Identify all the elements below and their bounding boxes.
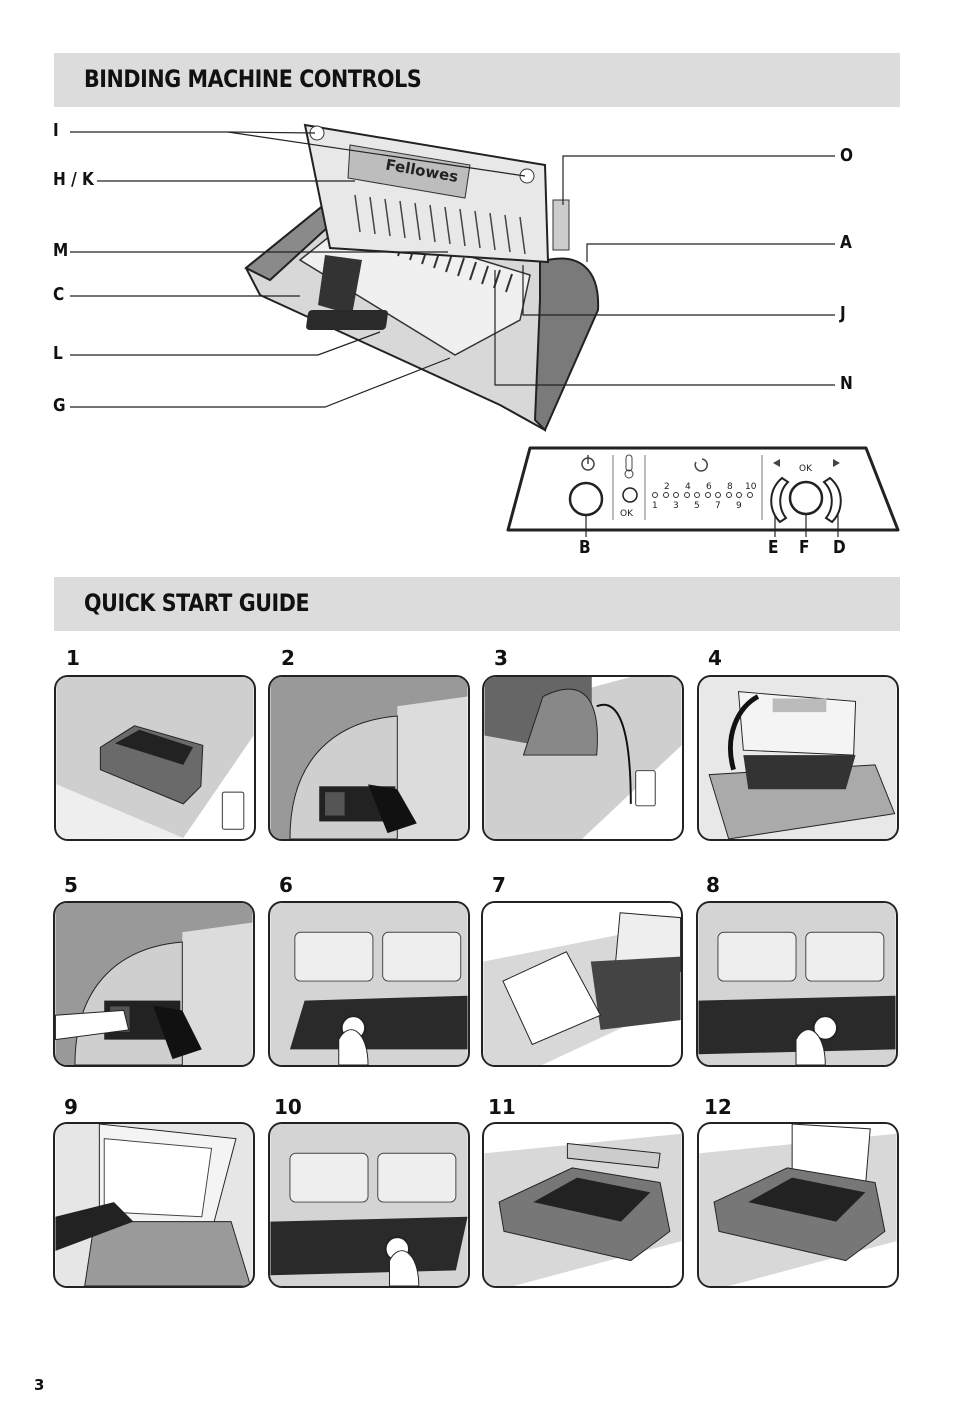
count-6: 6 [706, 482, 712, 492]
step-12-illustration [697, 1122, 899, 1288]
step-5-illustration [53, 901, 255, 1067]
callout-M: M [53, 240, 69, 261]
power-button[interactable] [568, 481, 604, 517]
temperature-icon [624, 454, 634, 479]
count-4: 4 [685, 482, 691, 492]
callout-A: A [840, 232, 852, 253]
count-3: 3 [673, 501, 679, 511]
step-number-1: 1 [66, 646, 80, 670]
step-4-illustration [697, 675, 899, 841]
quick-start-section-title: QUICK START GUIDE [84, 589, 310, 617]
step-number-5: 5 [64, 873, 78, 897]
page-number: 3 [34, 1376, 45, 1394]
ok-button-label: OK [799, 464, 813, 474]
step-number-9: 9 [64, 1095, 78, 1119]
ok-indicator-label: OK [620, 509, 634, 519]
cycle-icon [694, 458, 708, 472]
step-number-4: 4 [708, 646, 722, 670]
step-7-illustration [481, 901, 683, 1067]
step-10-illustration [268, 1122, 470, 1288]
step-11-illustration [482, 1122, 684, 1288]
step-number-6: 6 [279, 873, 293, 897]
count-5: 5 [694, 501, 700, 511]
step-3-illustration [482, 675, 684, 841]
callout-J: J [840, 303, 846, 324]
step-8-illustration [696, 901, 898, 1067]
callout-N: N [840, 373, 853, 394]
controls-section-title: BINDING MACHINE CONTROLS [84, 65, 422, 93]
controls-section-header: BINDING MACHINE CONTROLS [54, 53, 900, 107]
power-icon [581, 455, 595, 471]
step-number-2: 2 [281, 646, 295, 670]
callout-C: C [53, 284, 65, 305]
step-2-illustration [268, 675, 470, 841]
callout-E: E [768, 537, 779, 558]
step-number-11: 11 [488, 1095, 516, 1119]
callout-O: O [840, 145, 854, 166]
step-number-12: 12 [704, 1095, 732, 1119]
control-panel-diagram: OK 2 4 6 8 10 1 3 5 7 9 OK [506, 446, 900, 537]
callout-B: B [579, 537, 591, 558]
callout-I: I [53, 120, 59, 141]
step-number-7: 7 [492, 873, 506, 897]
count-7: 7 [715, 501, 721, 511]
callout-HK: H / K [53, 169, 94, 190]
step-1-illustration [54, 675, 256, 841]
callout-L: L [53, 343, 63, 364]
callout-F: F [799, 537, 810, 558]
quick-start-section-header: QUICK START GUIDE [54, 577, 900, 631]
step-9-illustration [53, 1122, 255, 1288]
right-selector-button[interactable] [822, 476, 842, 524]
count-8: 8 [727, 482, 733, 492]
step-number-10: 10 [274, 1095, 302, 1119]
step-6-illustration [268, 901, 470, 1067]
arrow-right-icon [833, 459, 840, 467]
binding-machine-illustration: Fellowes [70, 123, 835, 432]
count-1: 1 [652, 501, 658, 511]
step-number-3: 3 [494, 646, 508, 670]
ready-indicator [622, 487, 638, 503]
arrow-left-icon [773, 459, 780, 467]
step-number-8: 8 [706, 873, 720, 897]
callout-G: G [53, 395, 66, 416]
count-9: 9 [736, 501, 742, 511]
callout-D: D [833, 537, 846, 558]
count-10: 10 [745, 482, 757, 492]
ok-button[interactable] [788, 480, 824, 516]
left-selector-button[interactable] [770, 476, 790, 524]
count-2: 2 [664, 482, 670, 492]
